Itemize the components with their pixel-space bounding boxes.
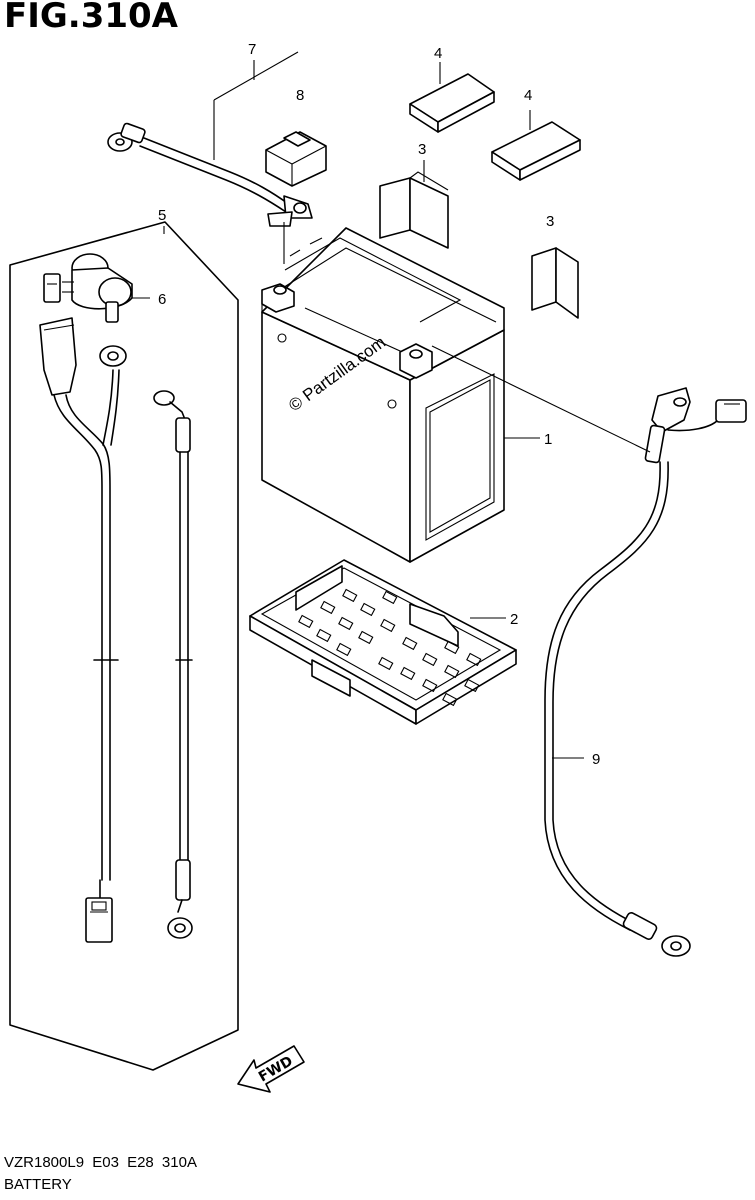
spacer-upper bbox=[379, 171, 449, 249]
spacer-lower bbox=[531, 247, 579, 319]
figure-name: BATTERY bbox=[4, 1176, 72, 1193]
tray-slots bbox=[298, 588, 482, 707]
model-code: VZR1800L9 E03 E28 310A bbox=[4, 1154, 197, 1171]
harness-kit-outline bbox=[9, 221, 239, 1071]
harness-ground-cable bbox=[153, 390, 193, 939]
negative-cable bbox=[544, 387, 747, 957]
callout-4-upper: 4 bbox=[434, 45, 442, 62]
battery bbox=[261, 227, 505, 563]
callout-7: 7 bbox=[248, 41, 256, 58]
callout-4-lower: 4 bbox=[524, 87, 532, 104]
figure-title: FIG.310A bbox=[4, 0, 178, 36]
terminal-cover bbox=[265, 131, 327, 187]
callout-3-upper: 3 bbox=[418, 141, 426, 158]
fuse-cap bbox=[62, 253, 133, 323]
callout-1: 1 bbox=[544, 431, 552, 448]
battery-pad-lower bbox=[491, 121, 581, 181]
callout-5: 5 bbox=[158, 207, 166, 224]
callout-3-lower: 3 bbox=[546, 213, 554, 230]
callout-2: 2 bbox=[510, 611, 518, 628]
battery-tray bbox=[249, 559, 517, 725]
callout-6: 6 bbox=[158, 291, 166, 308]
callout-8: 8 bbox=[296, 87, 304, 104]
harness-connector-lead bbox=[39, 273, 127, 943]
leader-lines bbox=[132, 51, 651, 759]
callout-9: 9 bbox=[592, 751, 600, 768]
fwd-arrow-icon: FWD bbox=[237, 1045, 305, 1093]
battery-pad-upper bbox=[409, 73, 495, 133]
positive-cable bbox=[107, 122, 313, 227]
